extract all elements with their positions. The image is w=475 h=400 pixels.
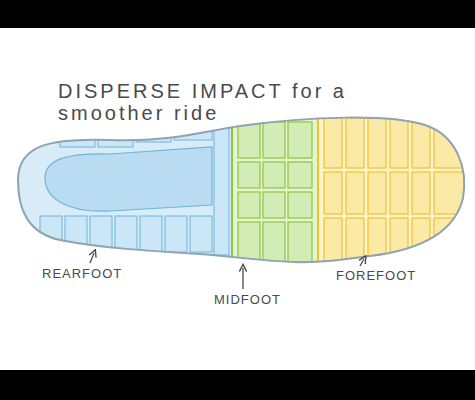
part-label: FOREFOOT <box>336 268 416 283</box>
forefoot-zone <box>318 100 475 280</box>
midfoot-zone <box>232 100 318 280</box>
midfoot-grid <box>238 122 312 262</box>
leader-arrow <box>360 259 364 266</box>
forefoot-slats <box>324 118 464 266</box>
heel-pad <box>45 147 212 211</box>
leader-arrow <box>90 253 94 263</box>
top-bar <box>0 0 475 28</box>
diagram-title: DISPERSE IMPACT for a smoother ride <box>58 80 348 124</box>
leader-arrow <box>242 268 243 289</box>
part-label: MIDFOOT <box>214 292 281 307</box>
bottom-bar <box>0 370 475 400</box>
sole-outline <box>18 118 464 263</box>
sole-zones <box>0 100 475 280</box>
zone-divider <box>317 100 319 280</box>
part-label: REARFOOT <box>42 266 122 281</box>
